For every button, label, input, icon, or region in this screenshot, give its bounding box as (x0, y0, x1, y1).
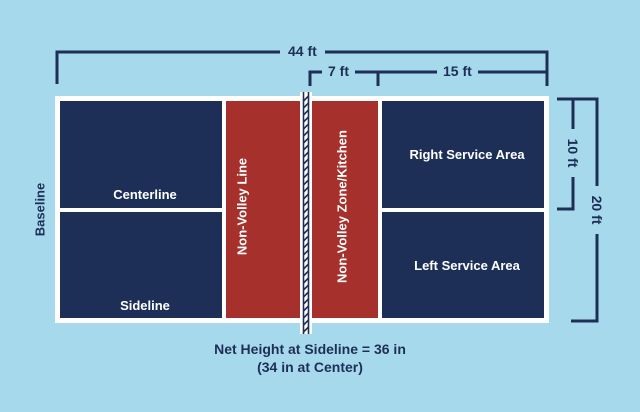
left-kitchen-zone (226, 101, 301, 318)
kitchen-depth-dimension-label: 7 ft (322, 63, 355, 79)
baseline-label: Baseline (32, 182, 48, 237)
kitchen-label: Non-Volley Zone/Kitchen (334, 130, 350, 283)
right-kitchen-zone (305, 101, 378, 318)
left-service-area-box (382, 212, 544, 318)
left-upper-service-box (60, 101, 222, 208)
sideline-label: Sideline (120, 298, 170, 313)
half-width-dimension-label: 10 ft (565, 129, 581, 177)
net-height-caption: Net Height at Sideline = 36 in (34 in at… (160, 340, 460, 376)
kitchen-service-dimension-line (308, 70, 549, 86)
length-dimension-label: 44 ft (280, 43, 325, 59)
width-dimension-label: 20 ft (589, 186, 605, 234)
net-height-line-2: (34 in at Center) (257, 359, 363, 375)
service-depth-dimension-label: 15 ft (437, 63, 478, 79)
right-service-area-box (382, 101, 544, 208)
right-service-area-label: Right Service Area (409, 147, 525, 162)
net (300, 92, 312, 334)
net-height-line-1: Net Height at Sideline = 36 in (214, 341, 406, 357)
left-service-area-label: Left Service Area (414, 258, 520, 273)
left-lower-service-box (60, 212, 222, 318)
centerline-label: Centerline (113, 187, 177, 202)
non-volley-line-label: Non-Volley Line (234, 157, 250, 256)
